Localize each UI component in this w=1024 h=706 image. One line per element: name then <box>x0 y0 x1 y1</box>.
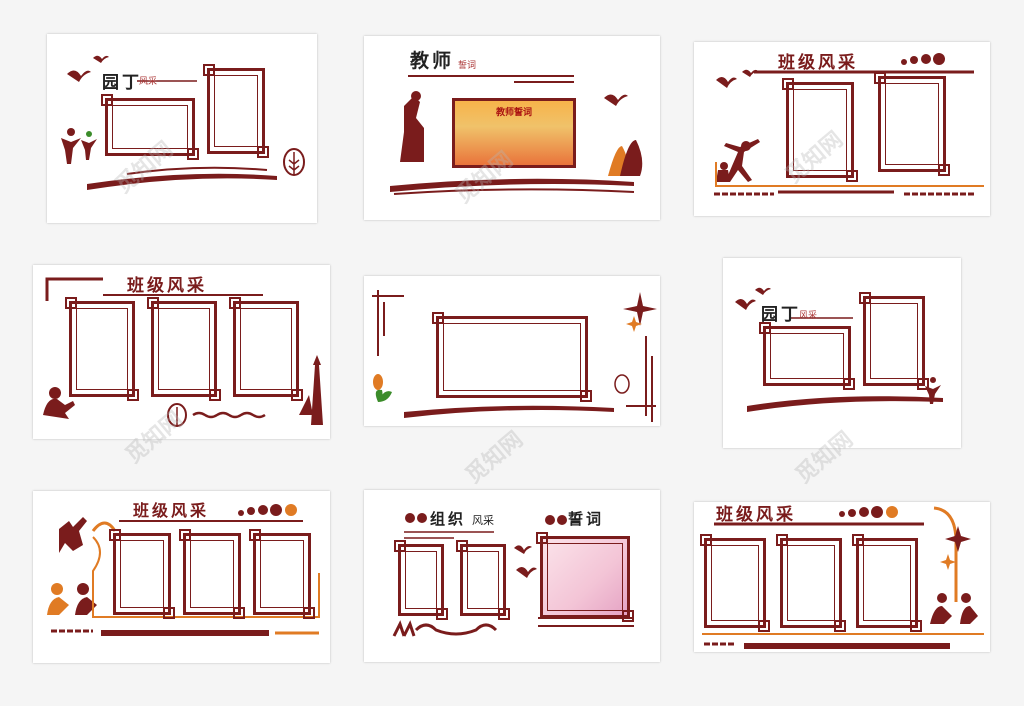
panel-9-decoration <box>702 506 984 649</box>
photo-frame <box>700 534 770 632</box>
panel-gardener-1: 园丁 风采 <box>47 34 317 223</box>
panel-2-tag: 誓词 <box>458 61 477 71</box>
panel-1-decoration <box>61 55 305 190</box>
panel-6-title: 园丁 <box>761 305 801 325</box>
photo-frame <box>65 297 139 401</box>
panel-organization: 组织 风采 誓词 <box>364 490 660 662</box>
dots-decoration <box>839 506 898 518</box>
watermark: 觅知网 <box>461 427 528 489</box>
person-silhouette-icon <box>59 517 117 553</box>
bird-icon <box>735 298 756 310</box>
photo-frame <box>179 529 245 619</box>
star-icon <box>626 316 642 332</box>
flower-icon <box>373 374 392 402</box>
panel-4-decoration <box>43 277 323 427</box>
bird-icon <box>93 55 109 63</box>
panel-4-title: 班级风采 <box>127 276 207 296</box>
person-silhouette-icon <box>925 377 941 404</box>
star-icon <box>945 526 971 552</box>
panel-gardener-2: 园丁 风采 <box>723 258 961 448</box>
pledge-photo-frame <box>536 532 634 622</box>
tree-icon <box>299 355 323 425</box>
bird-icon <box>755 287 771 295</box>
photo-frame <box>109 529 175 619</box>
panel-8-title-pledge: 誓词 <box>568 510 605 528</box>
pledge-board: 教师誓词 <box>452 98 576 168</box>
photo-frame <box>759 322 855 390</box>
panel-3-decoration <box>714 53 984 196</box>
panel-class-style-3: 班级风采 <box>33 491 330 663</box>
person-silhouette-icon <box>392 620 416 637</box>
panel-8-decoration <box>392 513 634 637</box>
panel-6-tag: 风采 <box>799 311 818 321</box>
book-reader-icon <box>930 593 978 624</box>
panel-6-decoration <box>735 287 943 412</box>
dots-decoration <box>901 53 945 65</box>
panel-class-style-2: 班级风采 <box>33 265 330 439</box>
person-silhouette-icon <box>61 128 97 164</box>
photo-frame <box>394 540 448 620</box>
bird-icon <box>742 69 758 77</box>
leaf-icon <box>614 374 630 394</box>
panel-7-decoration <box>47 504 320 636</box>
dots-decoration <box>238 504 297 516</box>
photo-frame <box>852 534 922 632</box>
star-icon <box>940 554 956 570</box>
panel-7-title: 班级风采 <box>133 501 210 520</box>
photo-frame <box>229 297 303 401</box>
panel-2-title: 教师 <box>410 50 455 72</box>
photo-frame <box>101 94 199 160</box>
bird-icon <box>716 76 737 88</box>
photo-frame <box>782 78 858 182</box>
pledge-board-title: 教师誓词 <box>495 108 532 118</box>
photo-frame <box>147 297 221 401</box>
photo-frame <box>432 312 592 402</box>
tree-icon <box>608 140 643 176</box>
photo-frame <box>249 529 315 619</box>
book-reader-icon <box>47 583 97 615</box>
photo-frame <box>859 292 929 390</box>
bird-icon <box>514 545 532 554</box>
panel-3-title: 班级风采 <box>778 53 858 73</box>
photo-frame <box>874 72 950 176</box>
photo-frame <box>776 534 846 632</box>
bird-icon <box>516 566 537 578</box>
book-reader-icon <box>43 387 75 419</box>
photo-frame <box>203 64 269 158</box>
panel-frame-star <box>364 276 660 426</box>
panel-9-title: 班级风采 <box>716 505 796 525</box>
panel-class-style-1: 班级风采 <box>694 42 990 216</box>
panel-5-decoration <box>372 290 657 422</box>
panel-8-title-organization-suffix: 风采 <box>472 514 494 527</box>
panel-8-title-organization: 组织 <box>430 510 467 528</box>
star-icon <box>623 292 657 326</box>
bird-icon <box>604 94 628 106</box>
bird-icon <box>67 70 91 82</box>
person-silhouette-icon <box>400 91 424 162</box>
panel-teacher-pledge: 教师 誓词 教师誓词 <box>364 36 660 220</box>
panel-2-decoration <box>390 75 643 195</box>
person-silhouette-icon <box>716 139 760 182</box>
leaf-icon <box>167 403 187 427</box>
panel-1-title: 园丁 <box>102 73 142 93</box>
leaf-icon <box>283 148 305 176</box>
panel-1-tag: 风采 <box>139 77 158 87</box>
panel-class-style-4: 班级风采 <box>694 502 990 652</box>
photo-frame <box>456 540 510 620</box>
